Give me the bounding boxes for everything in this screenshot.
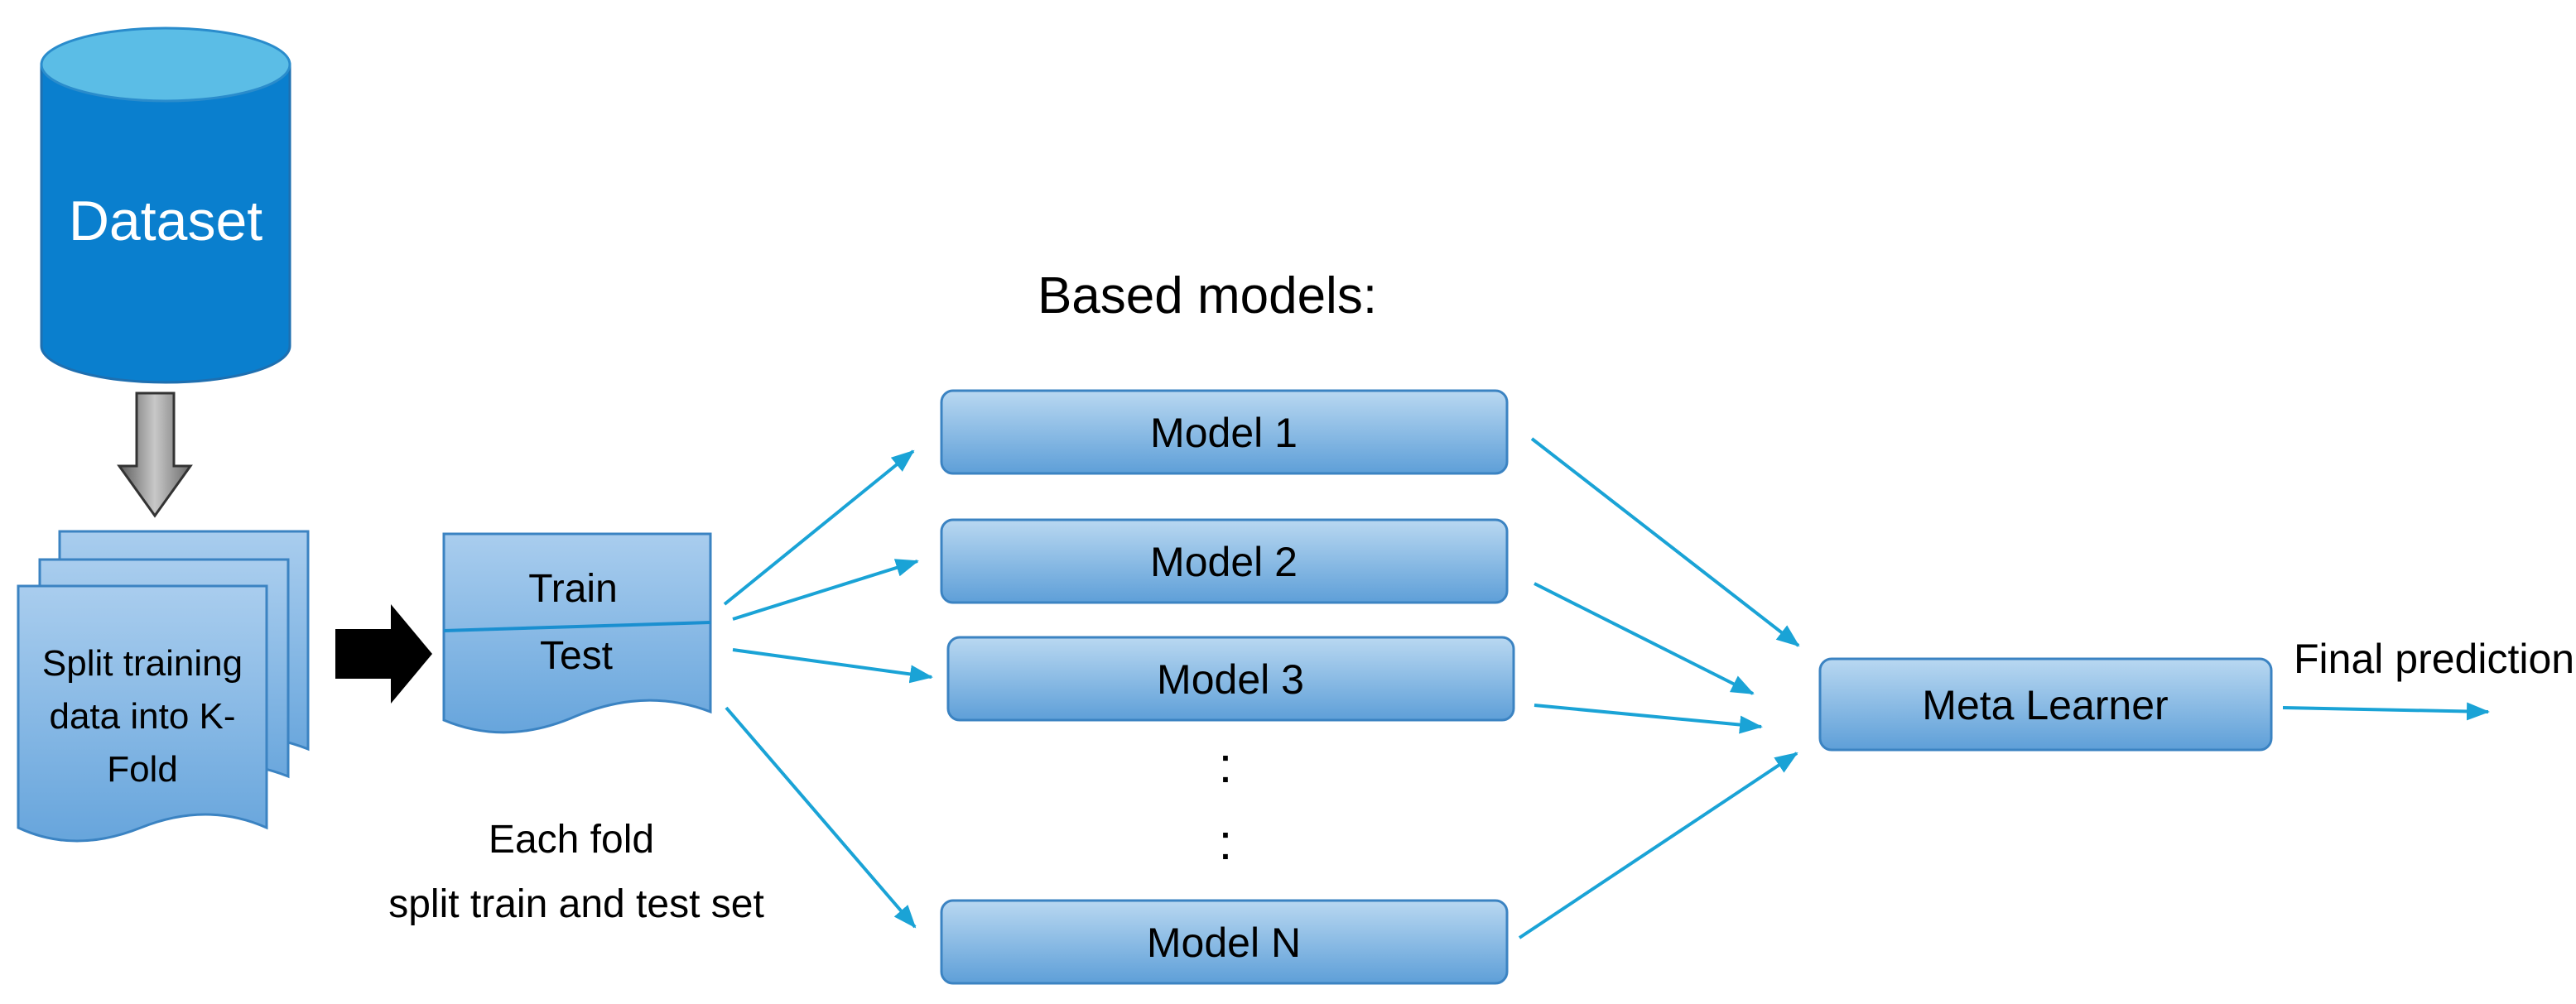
kfold-label-line-3: Fold <box>107 749 178 790</box>
meta-learner-label: Meta Learner <box>1922 682 2168 728</box>
model-label-1: Model 1 <box>1150 410 1298 456</box>
dataset-label: Dataset <box>69 190 262 252</box>
fold-document: Train Test <box>442 532 712 734</box>
fold-caption-line-2: split train and test set <box>388 882 764 926</box>
final-prediction-label: Final prediction <box>2294 636 2574 682</box>
fold-caption-line-1: Each fold <box>489 818 654 862</box>
fold-to-models-arrows <box>723 449 933 929</box>
models-to-meta-arrows <box>1518 437 1800 939</box>
meta-learner-box: Meta Learner <box>1818 657 2273 752</box>
train-label: Train <box>528 567 618 611</box>
kfold-documents: Split training data into K- Fold <box>17 530 310 843</box>
ellipsis-dot-1: : <box>1219 737 1233 793</box>
model-box-2: Model 2 <box>940 518 1509 604</box>
black-right-arrow <box>335 604 432 704</box>
model-box-1: Model 1 <box>940 389 1509 475</box>
based-models-title: Based models: <box>1038 267 1377 324</box>
kfold-label-line-2: data into K- <box>49 696 235 737</box>
model-label-2: Model 2 <box>1150 539 1298 585</box>
model-label-n: Model N <box>1147 920 1301 966</box>
model-box-n: Model N <box>940 899 1509 985</box>
final-prediction-arrow <box>2282 702 2490 721</box>
model-box-3: Model 3 <box>946 636 1515 722</box>
test-label: Test <box>540 634 613 678</box>
train-test-divider <box>443 621 711 632</box>
gray-down-arrow <box>117 392 193 518</box>
dataset-cylinder: Dataset <box>40 26 291 384</box>
kfold-label-line-1: Split training <box>42 643 243 684</box>
ellipsis-dot-2: : <box>1219 814 1233 870</box>
model-label-3: Model 3 <box>1157 656 1304 703</box>
